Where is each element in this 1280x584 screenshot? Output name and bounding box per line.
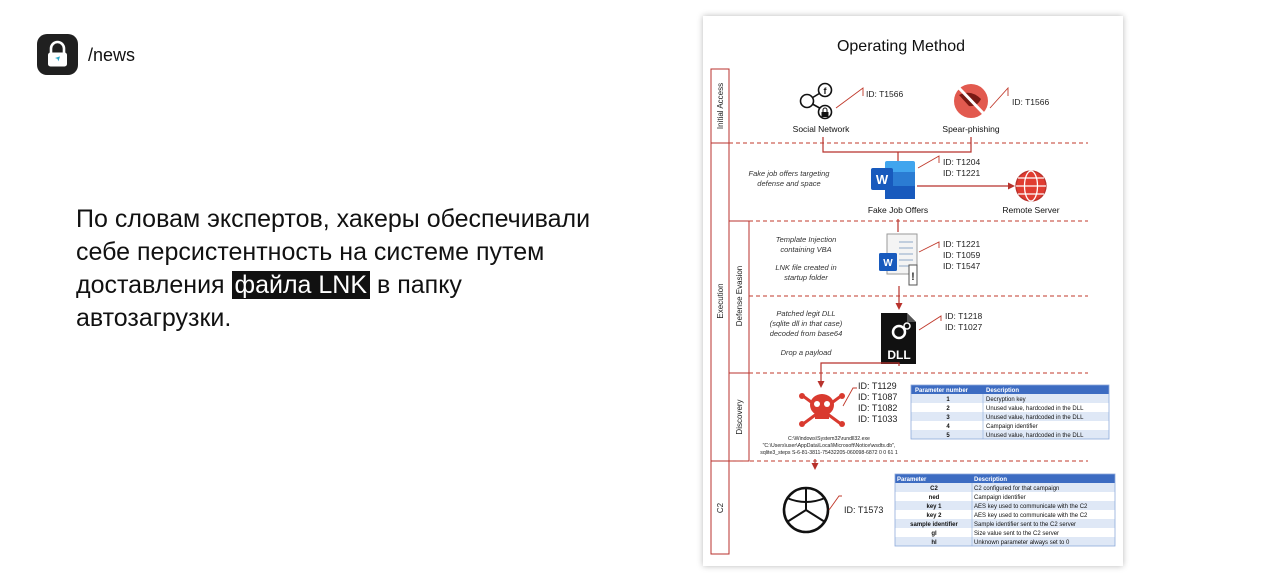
c2-row-6-param: gl xyxy=(931,531,937,537)
c2-row-2-desc: Campaign identifier xyxy=(974,495,1026,501)
params-row-3-desc: Unused value, hardcoded in the DLL xyxy=(986,415,1084,421)
c2-network-icon xyxy=(782,486,830,534)
word-doc-icon: W xyxy=(871,161,915,199)
params-row-4-desc: Campaign identifier xyxy=(986,424,1038,430)
c2-id: ID: T1573 xyxy=(844,505,883,515)
c2-row-2-param: ned xyxy=(929,495,940,501)
spear-phishing-icon xyxy=(954,84,988,118)
discovery-id-2: ID: T1087 xyxy=(858,392,897,402)
discovery-id-3: ID: T1082 xyxy=(858,403,897,413)
lnk-desc-1: LNK file created in xyxy=(775,263,836,272)
c2-row-3-desc: AES key used to communicate with the C2 xyxy=(974,504,1088,510)
command-line-1: C:\Windows\System32\rundll32.exe xyxy=(788,436,870,442)
lane-defense-evasion: Defense Evasion xyxy=(735,266,744,326)
c2-row-1-desc: C2 configured for that campaign xyxy=(974,486,1059,492)
params-row-5-desc: Unused value, hardcoded in the DLL xyxy=(986,433,1084,439)
discovery-id-4: ID: T1033 xyxy=(858,414,897,424)
svg-text:W: W xyxy=(883,258,893,269)
skull-crossbones-icon xyxy=(799,393,845,427)
dll-id-2: ID: T1027 xyxy=(945,322,982,332)
params-header-1: Parameter number xyxy=(915,388,969,394)
c2-row-5-param: sample identifier xyxy=(910,522,958,528)
lane-c2: C2 xyxy=(716,502,725,513)
c2-row-7-param: hl xyxy=(931,540,937,546)
lane-dividers xyxy=(729,142,1088,462)
payload-desc: Drop a payload xyxy=(781,348,833,357)
template-id-3: ID: T1547 xyxy=(943,261,980,271)
quote-text: По словам экспертов, хакеры обеспечивали… xyxy=(76,203,596,335)
lock-logo[interactable] xyxy=(37,34,78,75)
social-network-icon: f xyxy=(799,82,833,120)
lane-execution: Execution xyxy=(716,283,725,318)
diagram-title: Operating Method xyxy=(837,38,965,55)
operating-method-diagram: Operating Method Initial Access Executio… xyxy=(703,16,1123,566)
lane-initial-access: Initial Access xyxy=(716,83,725,129)
c2-row-5-desc: Sample identifier sent to the C2 server xyxy=(974,522,1076,528)
lock-icon xyxy=(48,40,67,67)
template-id-2: ID: T1059 xyxy=(943,250,980,260)
c2-row-1-param: C2 xyxy=(930,486,938,492)
params-header-2: Description xyxy=(986,388,1019,394)
params-row-1-desc: Decryption key xyxy=(986,397,1026,403)
brand-name[interactable]: /news xyxy=(88,45,136,65)
fake-offers-id-1: ID: T1204 xyxy=(943,157,980,167)
dll-icon-text: DLL xyxy=(887,348,910,362)
c2-row-3-param: key 1 xyxy=(926,504,942,510)
dll-file-icon: DLL xyxy=(881,313,916,364)
params-row-2-num: 2 xyxy=(946,406,950,412)
remote-server-globe-icon xyxy=(1015,170,1047,202)
svg-text:f: f xyxy=(824,86,828,96)
params-row-3-num: 3 xyxy=(946,415,950,421)
svg-text:!: ! xyxy=(911,271,915,283)
fake-offers-desc-2: defense and space xyxy=(757,179,820,188)
connector-initial xyxy=(822,137,972,161)
quote-before: По словам экспертов, хакеры обеспечивали… xyxy=(76,205,591,299)
svg-text:W: W xyxy=(876,172,889,187)
dll-desc-1: Patched legit DLL xyxy=(776,309,835,318)
template-desc-2: containing VBA xyxy=(780,245,831,254)
spear-phishing-label: Spear-phishing xyxy=(942,124,999,134)
dll-desc-3: decoded from base64 xyxy=(770,329,843,338)
quote-after: в папку автозагрузки. xyxy=(76,271,462,332)
params-row-4-num: 4 xyxy=(946,424,950,430)
dll-id-1: ID: T1218 xyxy=(945,311,982,321)
template-desc-1: Template Injection xyxy=(776,235,837,244)
dll-desc-2: (sqlite dll in that case) xyxy=(770,319,843,328)
c2-row-4-param: key 2 xyxy=(926,513,942,519)
lnk-desc-2: startup folder xyxy=(784,273,828,282)
command-line-2: "C:\Users\user\AppData\Local\Microsoft\N… xyxy=(763,443,896,449)
params-row-2-desc: Unused value, hardcoded in the DLL xyxy=(986,406,1084,412)
fake-offers-desc-1: Fake job offers targeting xyxy=(749,169,831,178)
c2-row-6-desc: Size value sent to the C2 server xyxy=(974,531,1059,537)
command-line-3: sqlite3_steps S-6-81-3811-75432205-06009… xyxy=(760,450,898,456)
social-network-label: Social Network xyxy=(793,124,850,134)
lane-discovery: Discovery xyxy=(735,399,744,434)
fake-offers-label: Fake Job Offers xyxy=(868,205,928,215)
social-network-id: ID: T1566 xyxy=(866,89,903,99)
params-table: Parameter number Description 1 Decryptio… xyxy=(910,384,1110,440)
spear-phishing-id: ID: T1566 xyxy=(1012,97,1049,107)
fake-offers-id-2: ID: T1221 xyxy=(943,168,980,178)
remote-server-label: Remote Server xyxy=(1002,205,1059,215)
c2-header-2: Description xyxy=(974,477,1007,483)
c2-row-4-desc: AES key used to communicate with the C2 xyxy=(974,513,1088,519)
discovery-id-1: ID: T1129 xyxy=(858,381,897,391)
c2-row-7-desc: Unknown parameter always set to 0 xyxy=(974,540,1070,546)
params-row-1-num: 1 xyxy=(946,397,950,403)
c2-table: Parameter Description C2 C2 configured f… xyxy=(894,473,1116,547)
quote-highlight: файла LNK xyxy=(231,271,371,299)
template-id-1: ID: T1221 xyxy=(943,239,980,249)
word-template-icon: W ! xyxy=(879,233,918,286)
params-row-5-num: 5 xyxy=(946,433,950,439)
c2-header-1: Parameter xyxy=(897,477,927,483)
